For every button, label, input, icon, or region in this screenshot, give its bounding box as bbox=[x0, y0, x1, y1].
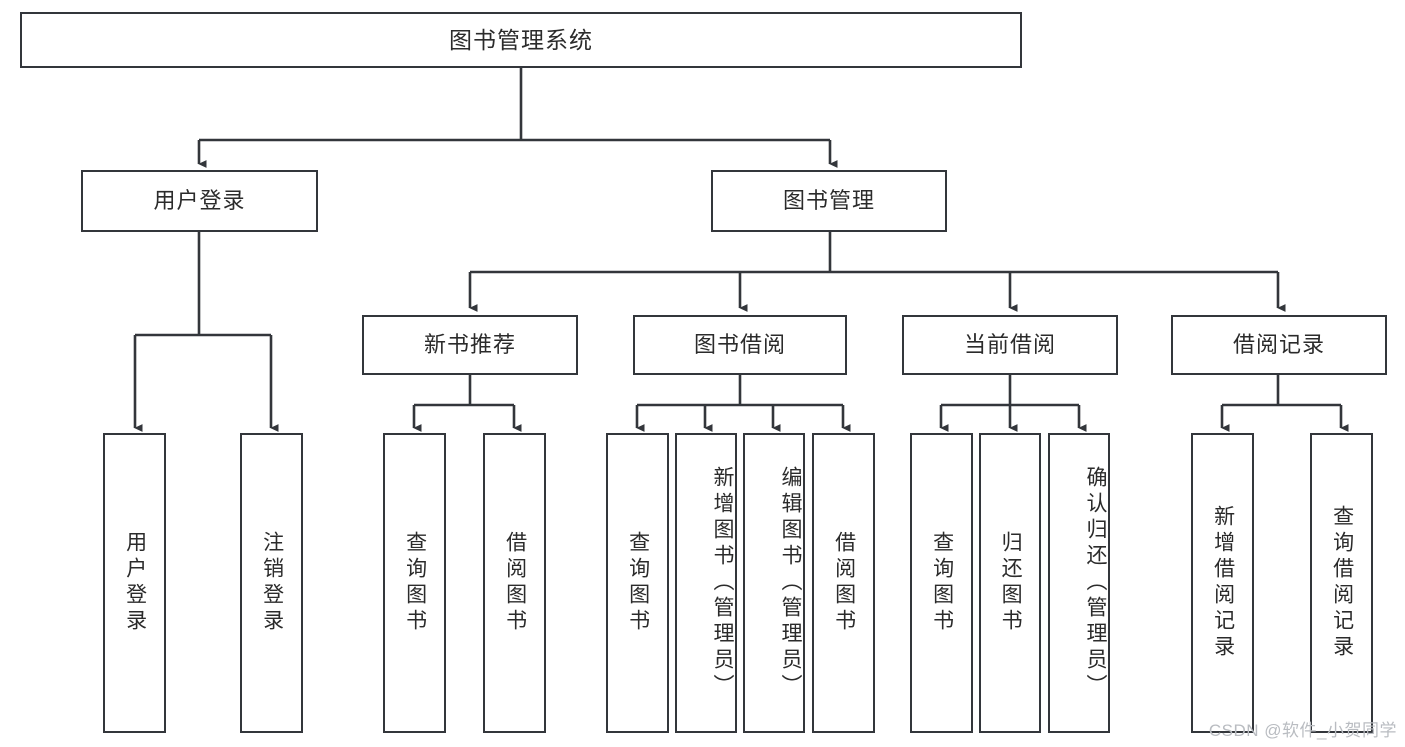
node-current-borrow[interactable]: 当前借阅 bbox=[902, 315, 1118, 375]
leaf-add-book-admin[interactable]: 新增图书（管理员） bbox=[675, 433, 737, 733]
leaf-return-book[interactable]: 归还图书 bbox=[979, 433, 1041, 733]
node-user-login[interactable]: 用户登录 bbox=[81, 170, 318, 232]
leaf-query-book-borrow[interactable]: 查询图书 bbox=[606, 433, 669, 733]
node-borrow-record[interactable]: 借阅记录 bbox=[1171, 315, 1387, 375]
leaf-borrow-book-recommend[interactable]: 借阅图书 bbox=[483, 433, 546, 733]
leaf-borrow-book[interactable]: 借阅图书 bbox=[812, 433, 875, 733]
watermark: CSDN @软件_小贺同学 bbox=[1208, 721, 1397, 740]
leaf-query-borrow-record[interactable]: 查询借阅记录 bbox=[1310, 433, 1373, 733]
leaf-confirm-return-admin[interactable]: 确认归还（管理员） bbox=[1048, 433, 1110, 733]
leaf-logout[interactable]: 注销登录 bbox=[240, 433, 303, 733]
leaf-edit-book-admin[interactable]: 编辑图书（管理员） bbox=[743, 433, 805, 733]
node-new-book-recommend[interactable]: 新书推荐 bbox=[362, 315, 578, 375]
leaf-user-login[interactable]: 用户登录 bbox=[103, 433, 166, 733]
node-root-book-management-system[interactable]: 图书管理系统 bbox=[20, 12, 1022, 68]
leaf-query-book-recommend[interactable]: 查询图书 bbox=[383, 433, 446, 733]
leaf-query-book-current[interactable]: 查询图书 bbox=[910, 433, 973, 733]
node-book-borrow[interactable]: 图书借阅 bbox=[633, 315, 847, 375]
node-book-management[interactable]: 图书管理 bbox=[711, 170, 947, 232]
leaf-add-borrow-record[interactable]: 新增借阅记录 bbox=[1191, 433, 1254, 733]
